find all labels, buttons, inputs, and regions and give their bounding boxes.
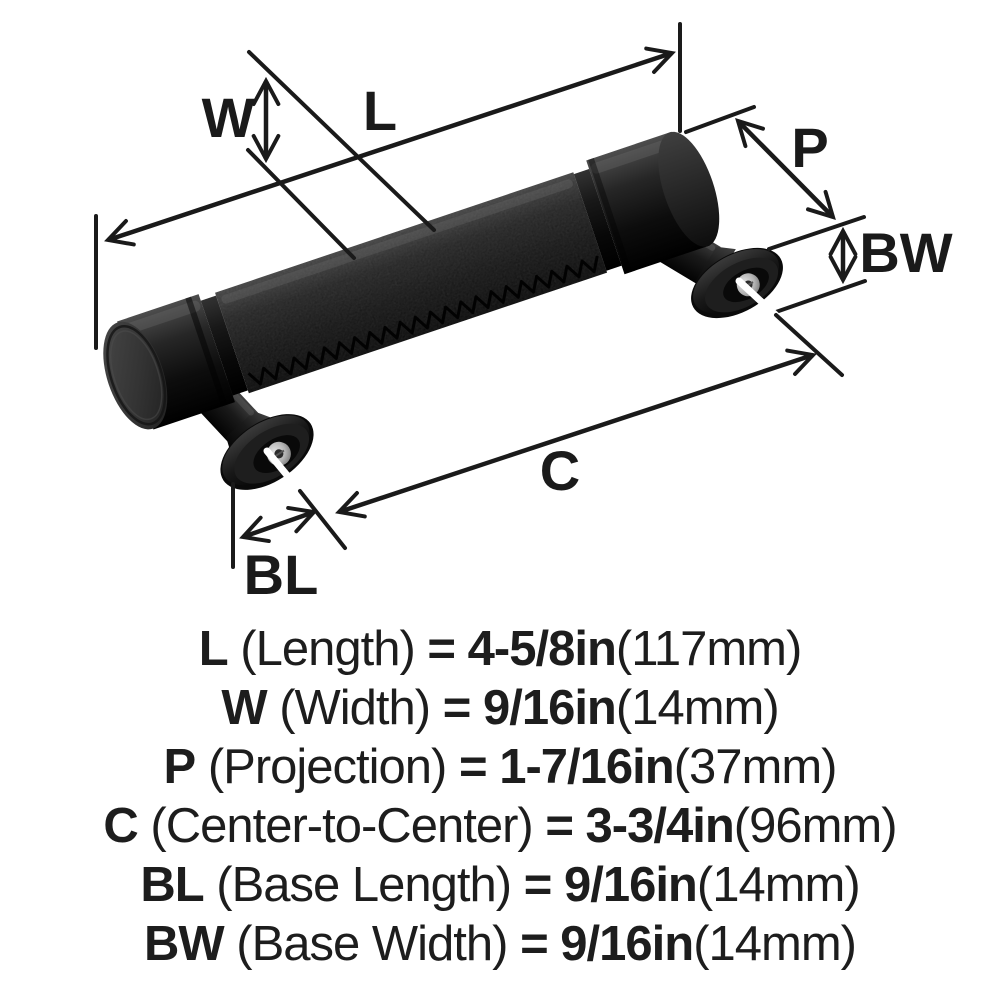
witness-line-C-left <box>298 489 347 550</box>
dimension-P: P <box>684 105 836 220</box>
spec-line-L: L (Length) = 4-5/8in(117mm) <box>0 620 1000 679</box>
spec-symbol: W <box>221 681 267 735</box>
spec-metric: (117mm) <box>615 622 802 676</box>
spec-metric: (96mm) <box>733 799 898 853</box>
spec-value: = 1-7/16in <box>458 740 675 794</box>
spec-value: = 9/16in <box>523 858 698 912</box>
witness-line-P-top <box>684 105 756 134</box>
spec-line-BW: BW (Base Width) = 9/16in(14mm) <box>0 915 1000 974</box>
spec-metric: (37mm) <box>673 740 838 794</box>
dim-line-P <box>735 118 836 220</box>
witness-line-C-right <box>774 313 844 377</box>
spec-name: (Projection) <box>207 740 448 794</box>
witness-line-W-bottom <box>246 148 356 260</box>
spec-metric: (14mm) <box>696 858 861 912</box>
spec-symbol: BL <box>140 858 204 912</box>
spec-metric: (14mm) <box>693 917 857 971</box>
dimension-BL: BL <box>231 482 319 606</box>
product-dimension-diagram: L W P BW C BL <box>94 22 953 606</box>
dimension-specs: L (Length) = 4-5/8in(117mm) W (Width) = … <box>0 620 1000 974</box>
witness-line-BW-top <box>767 215 866 251</box>
spec-name: (Base Width) <box>236 917 508 971</box>
witness-line-C-left-casing <box>263 447 309 501</box>
spec-line-C: C (Center-to-Center) = 3-3/4in(96mm) <box>0 797 1000 856</box>
spec-name: (Base Length) <box>216 858 512 912</box>
dimension-label-L: L <box>363 79 397 142</box>
dimension-label-C: C <box>540 439 580 502</box>
dimension-label-W: W <box>202 86 255 149</box>
spec-line-W: W (Width) = 9/16in(14mm) <box>0 679 1000 738</box>
stitching <box>247 255 599 386</box>
spec-name: (Length) <box>240 622 416 676</box>
spec-name: (Width) <box>279 681 431 735</box>
dim-line-L <box>104 46 676 247</box>
dimension-C: C <box>263 277 844 550</box>
dimension-W: W <box>202 50 436 260</box>
spec-line-P: P (Projection) = 1-7/16in(37mm) <box>0 738 1000 797</box>
spec-symbol: L <box>198 622 229 676</box>
dim-line-C <box>335 348 817 519</box>
spec-metric: (14mm) <box>615 681 780 735</box>
spec-value: = 3-3/4in <box>545 799 734 853</box>
spec-value: = 4-5/8in <box>427 622 616 676</box>
spec-line-BL: BL (Base Length) = 9/16in(14mm) <box>0 856 1000 915</box>
spec-symbol: P <box>163 740 197 794</box>
dimension-label-BW: BW <box>859 221 952 284</box>
dim-line-BL <box>239 506 318 543</box>
dimension-L: L <box>94 22 682 350</box>
witness-line-BW-bottom <box>771 279 867 315</box>
spec-name: (Center-to-Center) <box>150 799 533 853</box>
left-end-cap <box>103 294 235 430</box>
spec-value: = 9/16in <box>520 917 694 971</box>
handle-illustration <box>103 131 783 490</box>
spec-value: = 9/16in <box>442 681 617 735</box>
dimension-BW: BW <box>767 215 953 315</box>
spec-symbol: C <box>103 799 138 853</box>
witness-line-C-right-casing <box>735 277 784 323</box>
spec-symbol: BW <box>143 917 225 971</box>
dimension-label-P: P <box>791 116 828 179</box>
dimension-label-BL: BL <box>244 543 319 606</box>
